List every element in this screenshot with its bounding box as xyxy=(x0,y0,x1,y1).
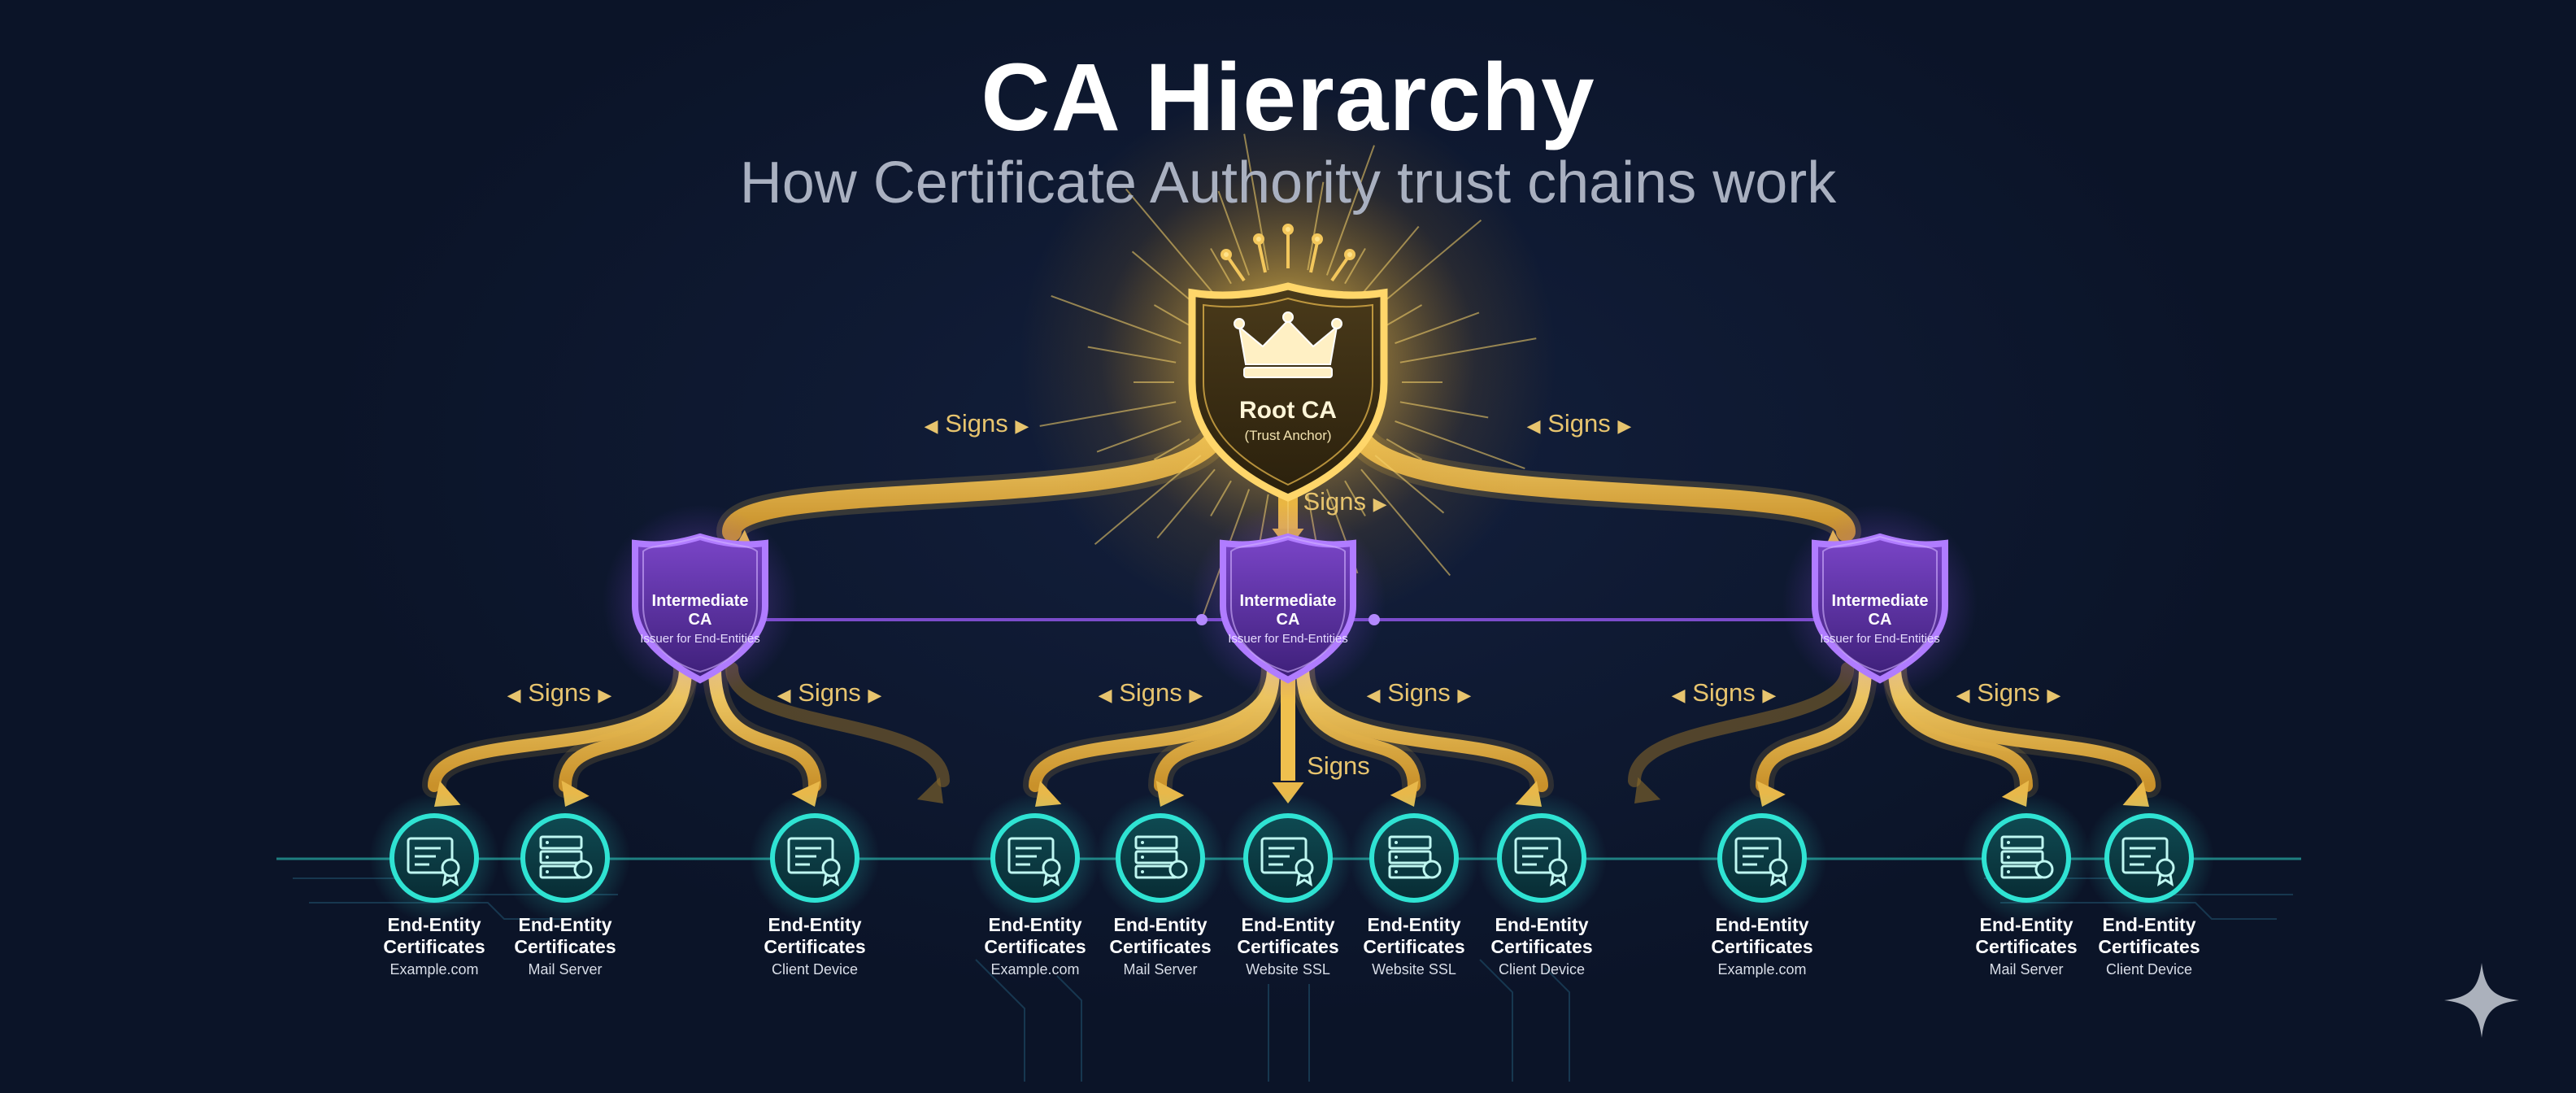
end-entity-node xyxy=(1095,793,1225,923)
end-entity-title: End-Entity Certificates xyxy=(764,914,866,957)
end-entity-title: End-Entity Certificates xyxy=(383,914,485,957)
end-entity-title: End-Entity Certificates xyxy=(984,914,1086,957)
certificate-icon xyxy=(1734,837,1788,887)
end-entity-caption: Client Device xyxy=(1498,961,1586,978)
intermediate-ca-node xyxy=(1190,504,1386,699)
certificate-icon xyxy=(1514,837,1568,887)
end-entity-title: End-Entity Certificates xyxy=(1711,914,1813,957)
signs-label: ◀ Signs ▶ xyxy=(1366,678,1472,707)
end-entity-caption: Client Device xyxy=(2105,961,2193,978)
end-entity-node xyxy=(1349,793,1479,923)
signing-arrow xyxy=(1756,662,1872,792)
intermediate-ca-subtitle: Issuer for End-Entities xyxy=(640,632,760,646)
certificate-icon xyxy=(1007,837,1061,887)
root-ca-label: Root CA (Trust Anchor) xyxy=(1199,397,1377,444)
end-entity-node xyxy=(500,793,630,923)
crown-icon xyxy=(1234,311,1342,378)
signs-label: ◀ Signs ▶ xyxy=(1671,678,1777,707)
end-entity-node xyxy=(369,793,499,923)
end-entity-caption: Website SSL xyxy=(1372,961,1456,978)
intermediate-ca-node xyxy=(1782,504,1978,699)
intermediate-ca-label: Intermediate CA Issuer for End-Entities xyxy=(639,592,761,646)
end-entity-caption: Example.com xyxy=(1717,961,1807,978)
signing-arrow-faded xyxy=(1628,662,1854,787)
signing-arrow xyxy=(1296,662,1548,792)
intermediate-ca-title: Intermediate CA xyxy=(1831,592,1929,629)
end-entity-node xyxy=(970,793,1100,923)
end-entity-caption: Website SSL xyxy=(1246,961,1330,978)
root-ca-node xyxy=(1020,89,1556,631)
intermediate-ca-subtitle: Issuer for End-Entities xyxy=(1820,632,1940,646)
signs-label: ◀ Signs ▶ xyxy=(1526,409,1632,438)
page-subtitle: How Certificate Authority trust chains w… xyxy=(739,150,1837,216)
end-entity-caption: Example.com xyxy=(990,961,1080,978)
end-entity-title: End-Entity Certificates xyxy=(1975,914,2078,957)
end-entity-node xyxy=(1697,793,1827,923)
end-entity-node xyxy=(1223,793,1353,923)
end-entity-node xyxy=(750,793,880,923)
end-entity-title: End-Entity Certificates xyxy=(1363,914,1465,957)
signs-label: ◀ Signs ▶ xyxy=(507,678,612,707)
arrow-head xyxy=(916,777,943,803)
arrow-head xyxy=(1634,777,1661,803)
root-ca-title: Root CA xyxy=(1239,397,1337,424)
signs-label: Signs ▶ xyxy=(1303,487,1387,516)
root-ca-subtitle: (Trust Anchor) xyxy=(1244,428,1332,443)
end-entity-caption: Mail Server xyxy=(1123,961,1198,978)
end-entity-node xyxy=(2084,793,2214,923)
server-icon xyxy=(2000,835,2054,879)
certificate-icon xyxy=(1260,837,1314,887)
page-title: CA Hierarchy xyxy=(981,44,1595,151)
certificate-icon xyxy=(2121,837,2175,887)
intermediate-ca-subtitle: Issuer for End-Entities xyxy=(1228,632,1348,646)
signs-label: ◀ Signs ▶ xyxy=(777,678,882,707)
sparkle-icon xyxy=(2444,963,2519,1038)
root-antennas xyxy=(1221,224,1355,282)
intermediate-ca-title: Intermediate CA xyxy=(651,592,749,629)
certificate-icon xyxy=(407,837,460,887)
signing-arrow xyxy=(1888,662,2156,792)
signs-label: ◀ Signs ▶ xyxy=(924,409,1029,438)
server-icon xyxy=(1134,835,1188,879)
end-entity-title: End-Entity Certificates xyxy=(1490,914,1593,957)
end-entity-node xyxy=(1961,793,2091,923)
end-entity-caption: Client Device xyxy=(771,961,859,978)
server-icon xyxy=(539,835,593,879)
end-entity-caption: Example.com xyxy=(389,961,479,978)
server-icon xyxy=(1388,835,1442,879)
intermediate-ca-node xyxy=(603,504,798,699)
signs-label: ◀ Signs ▶ xyxy=(1098,678,1203,707)
certificate-icon xyxy=(787,837,841,887)
end-entity-title: End-Entity Certificates xyxy=(514,914,616,957)
intermediate-ca-title: Intermediate CA xyxy=(1239,592,1337,629)
signing-arrow xyxy=(708,662,821,792)
signs-label: Signs xyxy=(1307,751,1370,780)
end-entity-node xyxy=(1477,793,1607,923)
end-entity-caption: Mail Server xyxy=(1989,961,2064,978)
end-entity-title: End-Entity Certificates xyxy=(1109,914,1212,957)
end-entity-caption: Mail Server xyxy=(528,961,603,978)
signing-arrow-faded xyxy=(725,662,950,787)
signing-arrow xyxy=(559,662,692,792)
end-entity-title: End-Entity Certificates xyxy=(2098,914,2200,957)
signing-arrow xyxy=(1154,662,1280,792)
root-shield xyxy=(1188,282,1388,502)
intermediate-ca-label: Intermediate CA Issuer for End-Entities xyxy=(1819,592,1941,646)
signs-label: ◀ Signs ▶ xyxy=(1956,678,2061,707)
end-entity-title: End-Entity Certificates xyxy=(1237,914,1339,957)
intermediate-ca-label: Intermediate CA Issuer for End-Entities xyxy=(1227,592,1349,646)
